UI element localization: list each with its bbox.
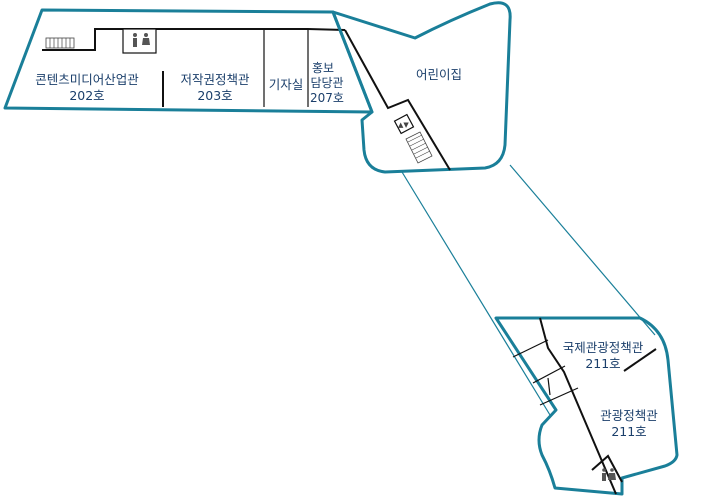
daycare-outline <box>331 1 512 174</box>
stairs-icon <box>405 131 433 164</box>
east-wing-outline <box>494 316 679 496</box>
restroom-icon <box>602 468 616 481</box>
room-label-pr: 홍보 담당관 207호 <box>310 61 344 105</box>
room-label-content-media: 콘텐츠미디어산업관 202호 <box>35 72 139 103</box>
svg-text:▲▼: ▲▼ <box>398 121 409 129</box>
restroom-icon <box>122 28 157 54</box>
room-name: 국제관광정책관 <box>563 340 644 355</box>
room-label-tourism-policy: 관광정책관 211호 <box>600 408 658 439</box>
elevator-icon: ▲▼ <box>393 113 415 135</box>
room-label-press: 기자실 <box>269 77 304 92</box>
room-label-intl-tourism: 국제관광정책관 211호 <box>563 340 644 371</box>
daycare-walls <box>344 29 451 171</box>
east-wing-walls <box>512 317 657 495</box>
connecting-corridor <box>401 164 656 416</box>
room-name: 기자실 <box>269 77 304 92</box>
room-number: 202호 <box>69 88 104 103</box>
room-name: 어린이집 <box>416 67 462 82</box>
room-number: 211호 <box>611 424 646 439</box>
room-number: 203호 <box>197 88 232 103</box>
room-label-daycare: 어린이집 <box>416 67 462 82</box>
room-number: 211호 <box>585 356 620 371</box>
stairs-icon <box>45 37 75 49</box>
room-label-copyright: 저작권정책관 203호 <box>180 72 250 103</box>
room-name-line2: 담당관 <box>310 76 343 90</box>
room-name: 콘텐츠미디어산업관 <box>35 72 139 87</box>
room-name: 저작권정책관 <box>180 72 250 87</box>
west-wing-walls <box>42 28 346 107</box>
room-name: 관광정책관 <box>600 408 658 423</box>
room-number: 207호 <box>310 91 344 105</box>
room-name-line1: 홍보 <box>312 61 334 75</box>
